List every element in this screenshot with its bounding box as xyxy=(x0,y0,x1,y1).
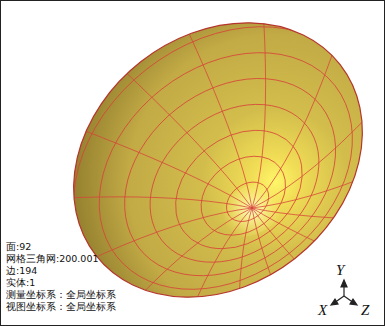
mesh-line xyxy=(26,0,252,208)
mesh-line xyxy=(0,208,252,326)
axis-label: Z xyxy=(361,302,369,318)
mesh-line xyxy=(252,0,375,208)
mesh-line xyxy=(53,4,385,326)
mesh-line xyxy=(252,0,266,208)
info-text: 视图坐标系：全局坐标系 xyxy=(6,301,116,313)
axis-label: X xyxy=(318,302,327,318)
mesh-line xyxy=(238,208,252,326)
mesh-line xyxy=(186,140,302,252)
axis-triad xyxy=(331,280,357,305)
mesh-line xyxy=(86,38,375,317)
mesh-line xyxy=(152,106,325,273)
mesh-line xyxy=(252,0,385,208)
info-text: 边:194 xyxy=(6,265,37,277)
mesh-line xyxy=(252,86,385,209)
mesh-line xyxy=(252,208,375,326)
info-text: 面:92 xyxy=(6,241,31,253)
mesh-line xyxy=(0,86,252,209)
info-text: 网格三角网:200.001 xyxy=(6,253,99,265)
mesh-line xyxy=(19,0,385,326)
mesh-line xyxy=(130,208,253,326)
mesh-line xyxy=(252,208,385,326)
mesh-line xyxy=(130,0,253,208)
axis-label: Y xyxy=(336,262,344,278)
info-text: 测量坐标系：全局坐标系 xyxy=(6,289,116,301)
mesh-line xyxy=(252,208,385,326)
mesh-line xyxy=(252,208,385,219)
mesh-line xyxy=(0,197,252,208)
info-text: 实体:1 xyxy=(6,277,35,289)
